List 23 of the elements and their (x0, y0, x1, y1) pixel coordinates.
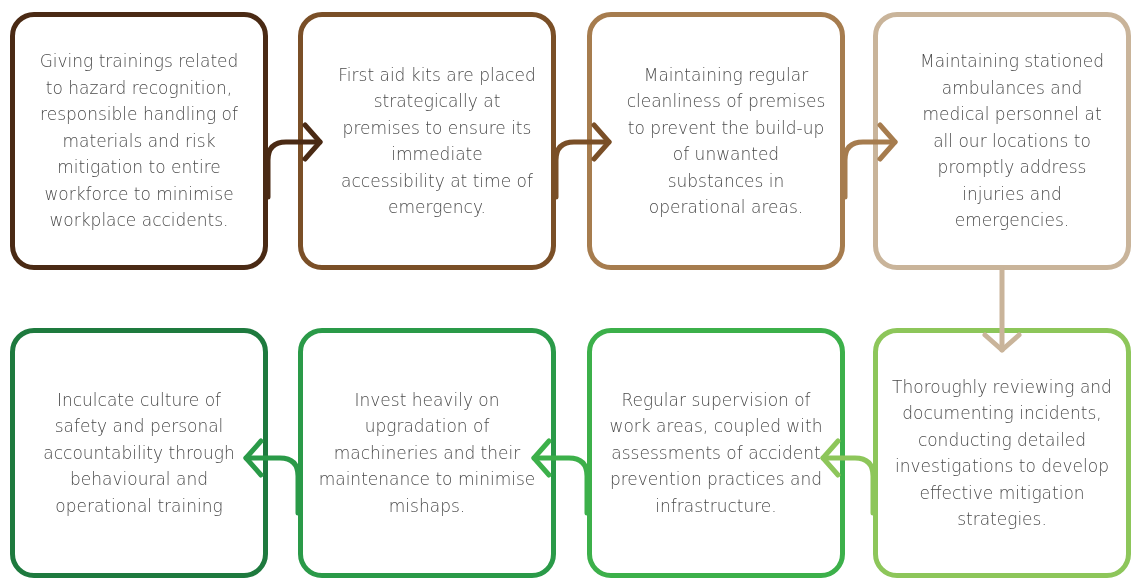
step-card (10, 12, 268, 270)
step-card (298, 12, 556, 270)
step-card (298, 328, 556, 578)
step-text: Maintaining regular cleanliness of premises to prevent the build-up of unwanted substances in operational areas. (626, 63, 826, 219)
step-text: Invest heavily on upgradation of machineries and their maintenance to minimise mishaps. (317, 388, 537, 518)
step-card (587, 12, 845, 270)
step-text: Inculcate culture of safety and personal accountability through behavioural and operational training (42, 388, 236, 518)
step-card (873, 328, 1131, 578)
arrow (265, 122, 323, 200)
step-text: Maintaining stationed ambulances and medical personnel at all our locations to promptly address injuries and emergencies. (919, 50, 1105, 233)
step-text: Regular supervision of work areas, coupled with assessments of accident prevention practices and infrastructure. (608, 388, 824, 518)
step-card (10, 328, 268, 578)
arrow (842, 122, 898, 200)
arrow (531, 438, 590, 516)
step-text: Thoroughly reviewing and documenting incidents, conducting detailed investigations to develop effective mitigation strategies. (892, 375, 1112, 531)
arrow (243, 438, 301, 516)
arrow (553, 122, 612, 200)
step-text: Giving trainings related to hazard recognition, responsible handling of materials and risk mitigation to entire workforce to minimise workplace accidents. (38, 50, 240, 233)
step-text: First aid kits are placed strategically at premises to ensure its immediate accessibility at time of emergency. (337, 63, 537, 219)
step-card (873, 12, 1131, 270)
arrow (982, 267, 1022, 353)
arrow (820, 438, 876, 516)
step-card (587, 328, 845, 578)
